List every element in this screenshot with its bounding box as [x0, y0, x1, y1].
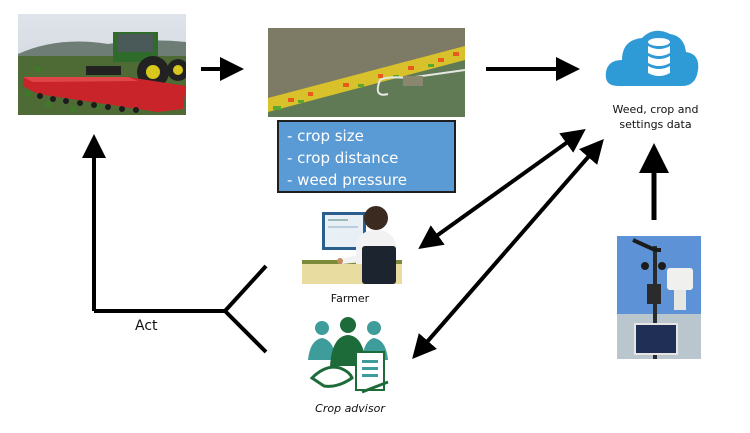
cloud-database-icon [604, 26, 700, 88]
cloud-label: Weed, crop and settings data [598, 102, 713, 132]
crop-advisor-icon [306, 316, 392, 398]
aerial-field-photo [268, 28, 465, 117]
act-branch-farmer [223, 264, 268, 313]
act-branch-advisor [223, 309, 268, 354]
tractor-photo [18, 14, 186, 115]
arrow-cloud-advisor [412, 138, 604, 360]
weather-station-photo [617, 236, 701, 359]
parameter-crop-size: - crop size [287, 127, 364, 145]
act-label: Act [135, 318, 158, 334]
farmer-label: Farmer [330, 292, 370, 305]
crop-advisor-label: Crop advisor [315, 402, 385, 415]
cloud-label-line1: Weed, crop and [612, 103, 699, 116]
parameter-crop-distance: - crop distance [287, 149, 399, 167]
farmer-at-computer-icon [300, 204, 404, 284]
arrow-cloud-farmer [418, 129, 586, 249]
cloud-label-line2: settings data [619, 118, 692, 131]
parameter-weed-pressure: - weed pressure [287, 171, 407, 189]
